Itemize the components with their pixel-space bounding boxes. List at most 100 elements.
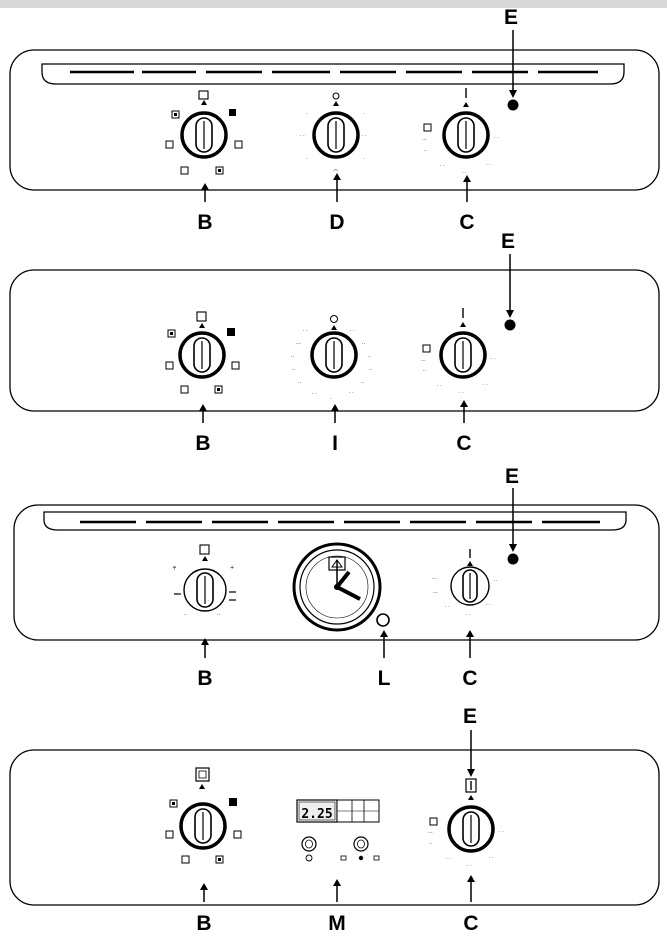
vent-strip: [43, 511, 627, 531]
programmer-button-left[interactable]: [301, 836, 317, 852]
panel-2: · · ··· ·· ·· ·· · · · · · ·· ·· ·· ·· ·…: [9, 230, 660, 455]
function-knob-alt[interactable]: ╤ + ·· ··: [172, 544, 236, 618]
pointer-arrow-c: [467, 875, 475, 902]
control-label: M: [328, 912, 346, 935]
pointer-arrow-e: [467, 730, 475, 777]
pointer-arrow-c: [466, 630, 474, 658]
svg-text:⌒: ⌒: [333, 170, 338, 176]
control-label: B: [197, 667, 212, 690]
svg-text:· ·: · ·: [362, 133, 367, 139]
function-knob[interactable]: [165, 311, 240, 394]
pointer-arrow-d: [333, 173, 341, 202]
function-knob[interactable]: [165, 767, 242, 864]
timer-knob[interactable]: · · · · · · · · ⌒: [300, 92, 367, 176]
vent-strip: [41, 63, 625, 85]
end-time-icon: [373, 855, 380, 861]
hour-hand: [335, 570, 351, 589]
svg-text:··: ··: [368, 354, 372, 360]
svg-text:··: ··: [184, 612, 188, 618]
svg-text:· ·: · ·: [486, 162, 491, 168]
pointer-arrow-e: [509, 30, 517, 98]
svg-text:· ·: · ·: [349, 390, 354, 396]
control-label: C: [463, 912, 478, 935]
svg-text:···: ···: [421, 358, 426, 364]
analog-clock: [292, 542, 382, 632]
pointer-arrow-b: [199, 404, 207, 423]
indicator-label: E: [504, 6, 518, 29]
indicator-lamp: [504, 319, 516, 331]
pointer-arrow-b: [200, 883, 208, 902]
top-gray-bar: [0, 0, 667, 8]
control-label: I: [332, 432, 338, 455]
svg-text:··: ··: [291, 354, 295, 360]
control-label: B: [195, 432, 210, 455]
svg-text:··: ··: [494, 578, 498, 584]
clock-knob[interactable]: [376, 613, 390, 627]
indicator-label: E: [501, 230, 515, 253]
svg-text:··: ··: [361, 380, 365, 386]
function-knob[interactable]: [165, 90, 243, 175]
svg-text:· ·: · ·: [483, 382, 488, 388]
pointer-arrow-l: [380, 630, 388, 658]
svg-text:· ·: · ·: [446, 856, 451, 862]
panel-4-frame: [9, 749, 660, 906]
duration-icon: [340, 855, 347, 861]
thermostat-knob[interactable]: ··· ·· · · · · · · · ·: [422, 88, 499, 176]
control-label: C: [456, 432, 471, 455]
svg-text:· ·: · ·: [437, 383, 442, 389]
programmer-time: 2.25: [301, 807, 332, 822]
pointer-arrow-b: [201, 183, 209, 202]
svg-text:· ·: · ·: [462, 170, 467, 176]
svg-text:· ·: · ·: [312, 391, 317, 397]
svg-text:· ·: · ·: [494, 135, 499, 141]
svg-text:+: +: [230, 565, 234, 571]
pointer-arrow-m: [333, 879, 341, 902]
svg-text:· ·: · ·: [440, 163, 445, 169]
svg-text:···: ···: [422, 137, 427, 143]
pointer-arrow-i: [331, 404, 339, 423]
svg-text:· ·: · ·: [466, 612, 471, 618]
panel-4: 2.25 ·: [9, 705, 660, 935]
pointer-arrow-e: [509, 488, 517, 552]
svg-text:· ·: · ·: [489, 855, 494, 861]
svg-text:···: ···: [296, 341, 301, 347]
svg-text:··: ··: [217, 612, 221, 618]
svg-text:··: ··: [423, 368, 427, 374]
indicator-label: E: [463, 705, 477, 728]
pointer-arrow-c: [460, 400, 468, 423]
hour-hand: [336, 585, 361, 601]
svg-text:· ·: · ·: [303, 328, 308, 334]
svg-text:· ·: · ·: [445, 604, 450, 610]
svg-text:· ·: · ·: [499, 829, 504, 835]
hand-icon: [358, 855, 364, 861]
indicator-label: E: [505, 465, 519, 488]
svg-text:· ·: · ·: [350, 328, 355, 334]
thermostat-knob[interactable]: ··· ·· · · · · · · · ·: [428, 778, 504, 869]
indicator-lamp: [507, 99, 519, 111]
panel-1: · · · · · · · · ⌒ ··· ·· · · · · · · · ·: [9, 6, 660, 234]
svg-text:· ·: · ·: [467, 863, 472, 869]
control-label: B: [197, 211, 212, 234]
programmer-button-right[interactable]: [353, 836, 369, 852]
svg-text:··: ··: [362, 341, 366, 347]
control-label: L: [378, 667, 391, 690]
pointer-arrow-e: [506, 254, 514, 318]
svg-text:·: ·: [306, 111, 308, 117]
pointer-arrow-b: [201, 638, 209, 658]
svg-text:··: ··: [298, 380, 302, 386]
svg-text:··: ··: [369, 367, 373, 373]
svg-text:·: ·: [306, 156, 308, 162]
control-label: C: [459, 211, 474, 234]
thermostat-knob[interactable]: ··· ·· · · · · · · · ·: [421, 308, 496, 396]
control-label: C: [462, 667, 477, 690]
digital-programmer: 2.25: [296, 799, 380, 862]
svg-text:···: ···: [432, 576, 437, 582]
svg-text:·: ·: [363, 156, 365, 162]
svg-text:╤: ╤: [172, 565, 177, 571]
clock-icon: [305, 854, 313, 862]
minute-timer-knob[interactable]: · · ··· ·· ·· ·· · · · · · ·· ·· ·· ·· ·…: [291, 315, 373, 403]
svg-text:·: ·: [330, 396, 332, 402]
svg-text:··: ··: [424, 148, 428, 154]
thermostat-knob[interactable]: ··· ··· ·· · · · · · ·: [432, 549, 498, 618]
